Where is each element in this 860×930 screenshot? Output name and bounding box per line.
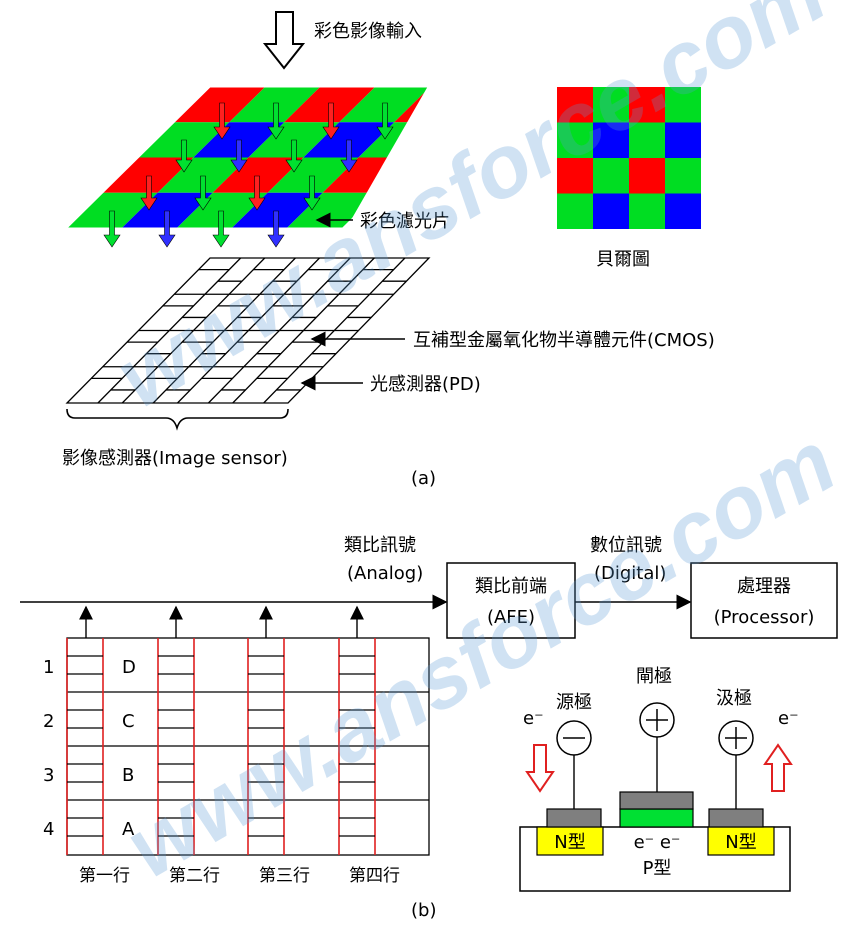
bayer-cell (557, 122, 593, 158)
column-label: 第二行 (169, 866, 220, 886)
n-region-left (536, 826, 604, 856)
light-arrow-icon (212, 210, 230, 248)
light-arrow-icon (303, 175, 321, 211)
pixel-array (66, 605, 430, 856)
processor-box (690, 562, 838, 639)
light-arrow-icon (267, 210, 285, 248)
filter-cell (157, 157, 249, 193)
drain-label: 汲極 (716, 688, 752, 709)
e-minus-right: e⁻ (778, 708, 799, 729)
sensor-grid (65, 257, 431, 404)
processor-sub: (Processor) (714, 607, 815, 628)
column-label: 第一行 (79, 866, 130, 886)
processor-label: 處理器 (737, 576, 791, 597)
column-label: 第四行 (349, 866, 400, 886)
filter-arrows (103, 102, 394, 248)
light-arrow-icon (248, 175, 266, 211)
p-type-label: P型 (643, 858, 672, 879)
filter-cell (231, 192, 323, 228)
bayer-cell (629, 87, 665, 123)
bayer-cell (629, 193, 665, 229)
row-number: 3 (43, 765, 54, 786)
channel-electrons: e⁻ e⁻ (634, 832, 681, 853)
gate-plate (619, 791, 694, 810)
light-arrow-icon (376, 102, 394, 140)
n-type-right: N型 (725, 832, 756, 853)
source-label: 源極 (556, 692, 592, 713)
analog-label: 類比訊號 (344, 535, 416, 556)
light-arrow-icon (103, 210, 121, 248)
bayer-cell (557, 193, 593, 229)
light-arrow-icon (267, 102, 285, 140)
input-label: 彩色影像輸入 (314, 21, 422, 42)
drain-contact (708, 808, 764, 828)
filter-cell (286, 192, 378, 228)
bayer-cell (665, 193, 701, 229)
filter-cell (102, 157, 194, 193)
light-arrow-icon (340, 139, 358, 173)
bayer-cell (665, 87, 701, 123)
afe-sub: (AFE) (487, 607, 535, 628)
channel-region (619, 808, 694, 828)
bayer-cell (593, 122, 629, 158)
light-arrow-icon (230, 139, 248, 173)
cell-letter: B (122, 765, 134, 786)
filter-cell (176, 192, 268, 228)
up-arrow-icon (763, 743, 793, 792)
light-arrow-icon (285, 139, 303, 173)
caption-a: (a) (411, 468, 436, 489)
bayer-cell (665, 122, 701, 158)
afe-box (446, 562, 576, 639)
row-number: 4 (43, 819, 54, 840)
filter-cell (67, 192, 158, 228)
caption-b: (b) (411, 900, 436, 921)
bayer-cell (593, 158, 629, 194)
down-arrow-icon (525, 744, 555, 793)
light-arrow-icon (175, 139, 193, 173)
digital-sub: (Digital) (594, 563, 666, 584)
light-arrow-icon (140, 175, 158, 211)
bayer-cell (593, 87, 629, 123)
n-type-left: N型 (554, 832, 585, 853)
bayer-cell (629, 122, 665, 158)
bayer-cell (557, 87, 593, 123)
column-label: 第三行 (259, 866, 310, 886)
input-arrow-icon (262, 11, 306, 70)
row-number: 2 (43, 711, 54, 732)
light-arrow-icon (213, 102, 231, 140)
analog-sub: (Analog) (347, 563, 423, 584)
cell-letter: D (122, 657, 136, 678)
filter-label: 彩色濾光片 (360, 211, 450, 232)
bayer-pattern (557, 87, 701, 229)
filter-cell (212, 157, 304, 193)
cmos-label: 互補型金屬氧化物半導體元件(CMOS) (413, 330, 715, 351)
e-minus-left: e⁻ (523, 708, 544, 729)
sensor-label: 影像感測器(Image sensor) (62, 448, 288, 469)
filter-cell (267, 157, 359, 193)
afe-label: 類比前端 (475, 576, 547, 597)
bayer-cell (593, 193, 629, 229)
source-contact (546, 808, 602, 828)
bayer-cell (629, 158, 665, 194)
cell-letter: C (122, 711, 135, 732)
bayer-cell (665, 158, 701, 194)
filter-cell (121, 192, 213, 228)
gate-label: 閘極 (636, 666, 672, 687)
pd-label: 光感測器(PD) (370, 374, 481, 395)
mosfet: N型 N型 e⁻ e⁻ P型 源極 閘極 汲極 e⁻ e⁻ (519, 666, 799, 892)
bayer-label: 貝爾圖 (596, 249, 650, 270)
bayer-cell (557, 158, 593, 194)
light-arrow-icon (194, 175, 212, 211)
row-number: 1 (43, 657, 54, 678)
light-arrow-icon (322, 102, 340, 140)
sensor-brace (66, 408, 289, 431)
light-arrow-icon (158, 210, 176, 248)
digital-label: 數位訊號 (590, 535, 662, 556)
cell-letter: A (122, 819, 135, 840)
